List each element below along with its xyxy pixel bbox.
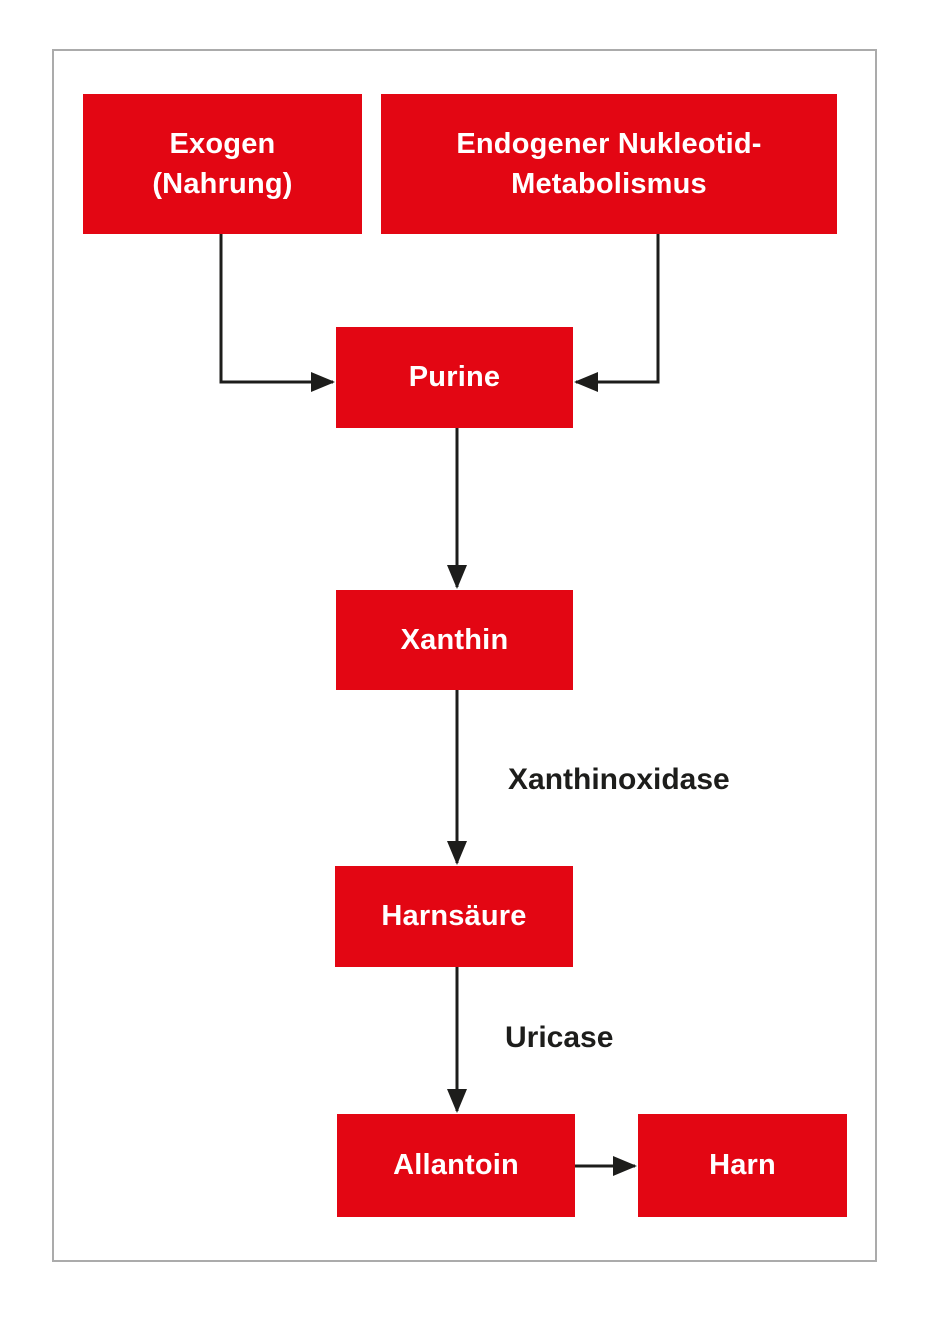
node-harn: Harn <box>638 1114 847 1217</box>
node-endogen-label-line2: Metabolismus <box>511 168 707 200</box>
node-harn-label: Harn <box>709 1149 776 1182</box>
node-purine-label: Purine <box>408 361 501 394</box>
node-purine: Purine <box>336 327 573 428</box>
node-harnsaeure-label: Harnsäure <box>381 900 527 933</box>
edge-label-xanthinoxidase: Xanthinoxidase <box>508 763 730 796</box>
node-allantoin: Allantoin <box>337 1114 575 1217</box>
node-exogen-label-line2: (Nahrung) <box>152 168 293 200</box>
node-harnsaeure: Harnsäure <box>335 866 573 967</box>
node-exogen: Exogen (Nahrung) <box>83 94 362 234</box>
node-xanthin-label: Xanthin <box>400 623 509 656</box>
node-endogen-label-line1: Endogener Nukleotid- <box>456 127 762 160</box>
node-endogener-nukleotid-metabolismus: Endogener Nukleotid- Metabolismus <box>381 94 837 234</box>
node-allantoin-label: Allantoin <box>393 1149 519 1182</box>
node-xanthin: Xanthin <box>336 590 573 690</box>
node-exogen-label-line1: Exogen <box>169 127 276 160</box>
edge-label-uricase: Uricase <box>505 1021 614 1054</box>
